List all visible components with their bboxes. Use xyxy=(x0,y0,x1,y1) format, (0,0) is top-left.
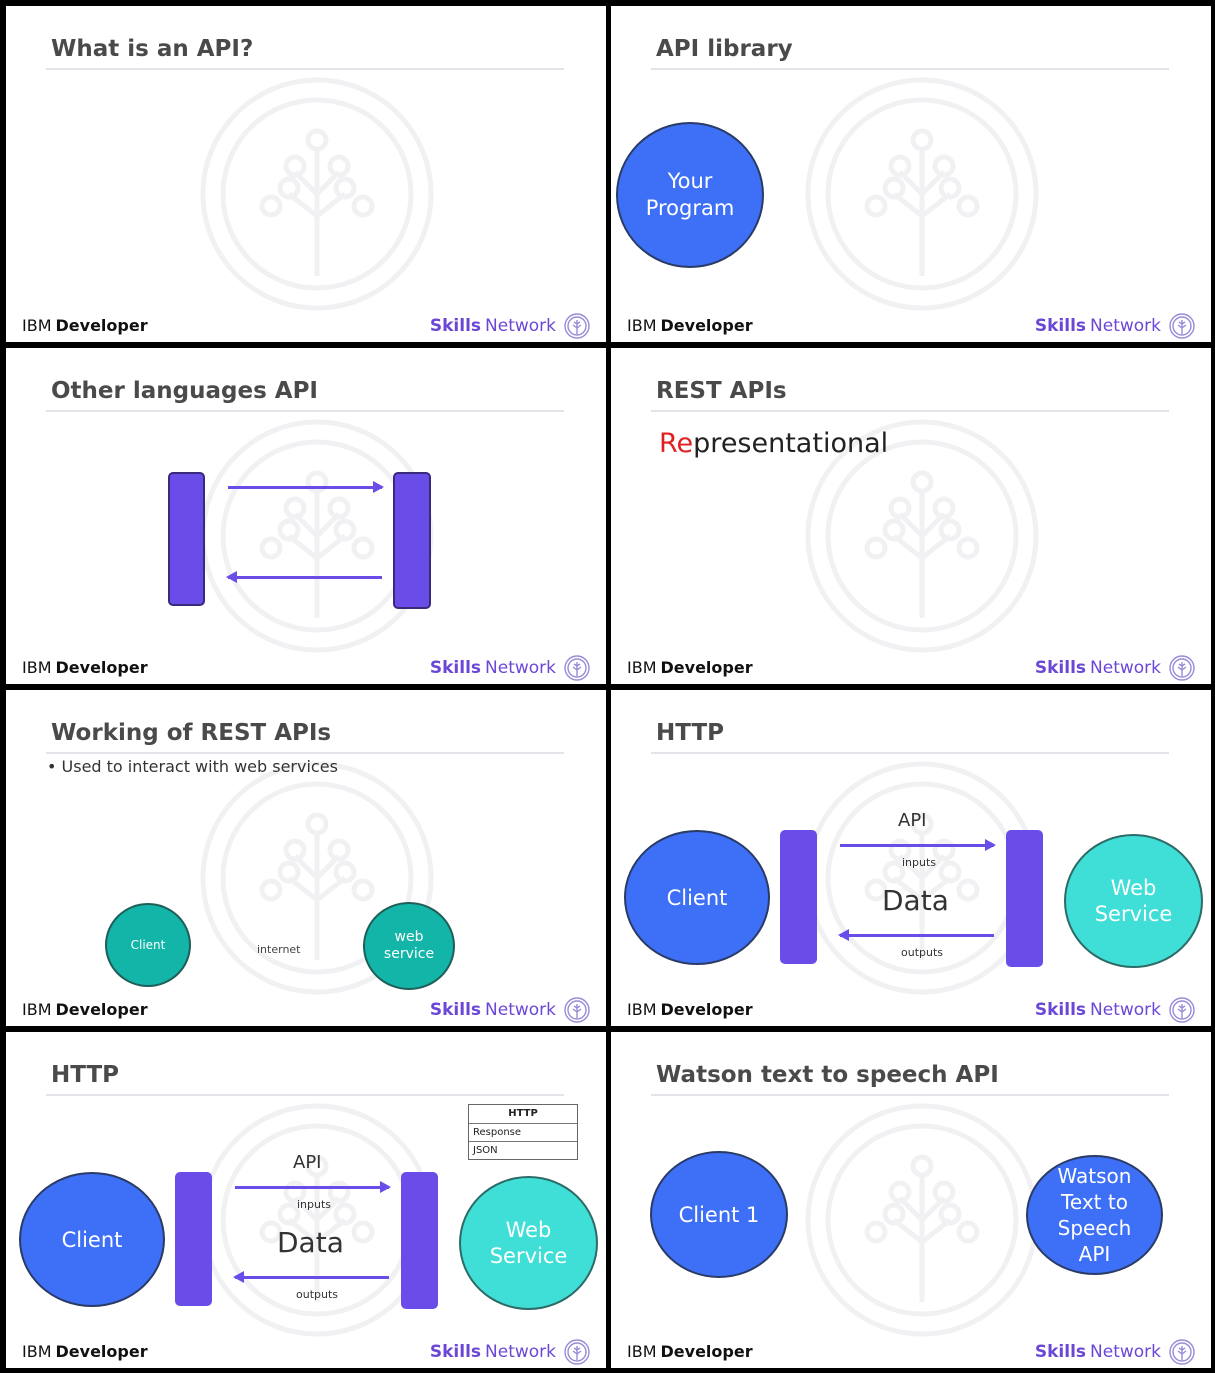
client-1-circle: Client 1 xyxy=(650,1151,788,1278)
inputs-label: inputs xyxy=(902,856,937,869)
arrow-right xyxy=(840,839,996,851)
data-label: Data xyxy=(277,1226,344,1259)
http-box-response: Response xyxy=(469,1123,577,1141)
representational-word: Representational xyxy=(659,428,889,459)
bullet-text: • Used to interact with web services xyxy=(47,757,338,776)
title-divider xyxy=(46,68,564,70)
slide-title: API library xyxy=(656,36,793,62)
slide-title: What is an API? xyxy=(51,36,254,62)
slide-watson-text-to-speech: Watson text to speech API Client 1 Watso… xyxy=(611,1032,1211,1368)
skills-network-icon xyxy=(1169,997,1195,1023)
http-response-table: HTTP Response JSON xyxy=(468,1104,578,1160)
slide-title: Watson text to speech API xyxy=(656,1062,999,1088)
skills-network-icon xyxy=(564,655,590,681)
skills-network-icon xyxy=(564,997,590,1023)
client-circle: Client xyxy=(624,830,770,965)
title-divider xyxy=(46,752,564,754)
title-divider xyxy=(651,68,1169,70)
title-divider xyxy=(651,752,1169,754)
outputs-label: outputs xyxy=(296,1288,339,1301)
tree-watermark-icon xyxy=(805,1103,1039,1337)
arrow-left xyxy=(226,571,382,583)
web-service-circle: web service xyxy=(363,902,455,990)
skills-network-icon xyxy=(564,1339,590,1365)
title-divider xyxy=(651,410,1169,412)
slide-title: Working of REST APIs xyxy=(51,720,332,746)
api-label: API xyxy=(293,1152,322,1173)
client-bar xyxy=(780,830,817,964)
slide-title: HTTP xyxy=(656,720,725,746)
slide-http: HTTP Client API inputs Data outputs Web … xyxy=(611,690,1211,1026)
title-divider xyxy=(46,410,564,412)
slide-title: HTTP xyxy=(51,1062,120,1088)
slide-http-response: HTTP HTTP Response JSON Client API input… xyxy=(6,1032,606,1368)
slide-working-of-rest-apis: Working of REST APIs • Used to interact … xyxy=(6,690,606,1026)
title-divider xyxy=(46,1094,564,1096)
service-bar xyxy=(1006,830,1043,967)
client-bar xyxy=(175,1172,212,1306)
slide-title: REST APIs xyxy=(656,378,787,404)
tree-watermark-icon xyxy=(200,1103,434,1337)
arrow-left xyxy=(838,929,994,941)
arrow-right xyxy=(235,1181,391,1193)
arrow-right xyxy=(228,481,384,493)
tree-watermark-icon xyxy=(805,761,1039,995)
tree-watermark-icon xyxy=(805,77,1039,311)
client-circle: Client xyxy=(19,1172,165,1307)
title-divider xyxy=(651,1094,1169,1096)
web-service-circle: Web Service xyxy=(1064,834,1203,968)
right-program-bar xyxy=(393,472,431,609)
http-box-json: JSON xyxy=(469,1141,577,1159)
watson-api-circle: Watson Text to Speech API xyxy=(1026,1155,1163,1275)
skills-network-icon xyxy=(1169,1339,1195,1365)
http-box-header: HTTP xyxy=(508,1108,538,1119)
inputs-label: inputs xyxy=(297,1198,332,1211)
data-label: Data xyxy=(882,884,949,917)
service-bar xyxy=(401,1172,438,1309)
left-program-bar xyxy=(168,472,205,606)
web-service-circle: Web Service xyxy=(459,1176,598,1310)
tree-watermark-icon xyxy=(200,77,434,311)
skills-network-icon xyxy=(1169,313,1195,339)
arrow-left xyxy=(233,1271,389,1283)
skills-network-icon xyxy=(564,313,590,339)
skills-network-icon xyxy=(1169,655,1195,681)
outputs-label: outputs xyxy=(901,946,944,959)
client-circle: Client xyxy=(105,903,191,987)
internet-label: internet xyxy=(257,943,301,956)
your-program-circle: Your Program xyxy=(616,122,764,268)
slide-title: Other languages API xyxy=(51,378,318,404)
api-label: API xyxy=(898,810,927,831)
